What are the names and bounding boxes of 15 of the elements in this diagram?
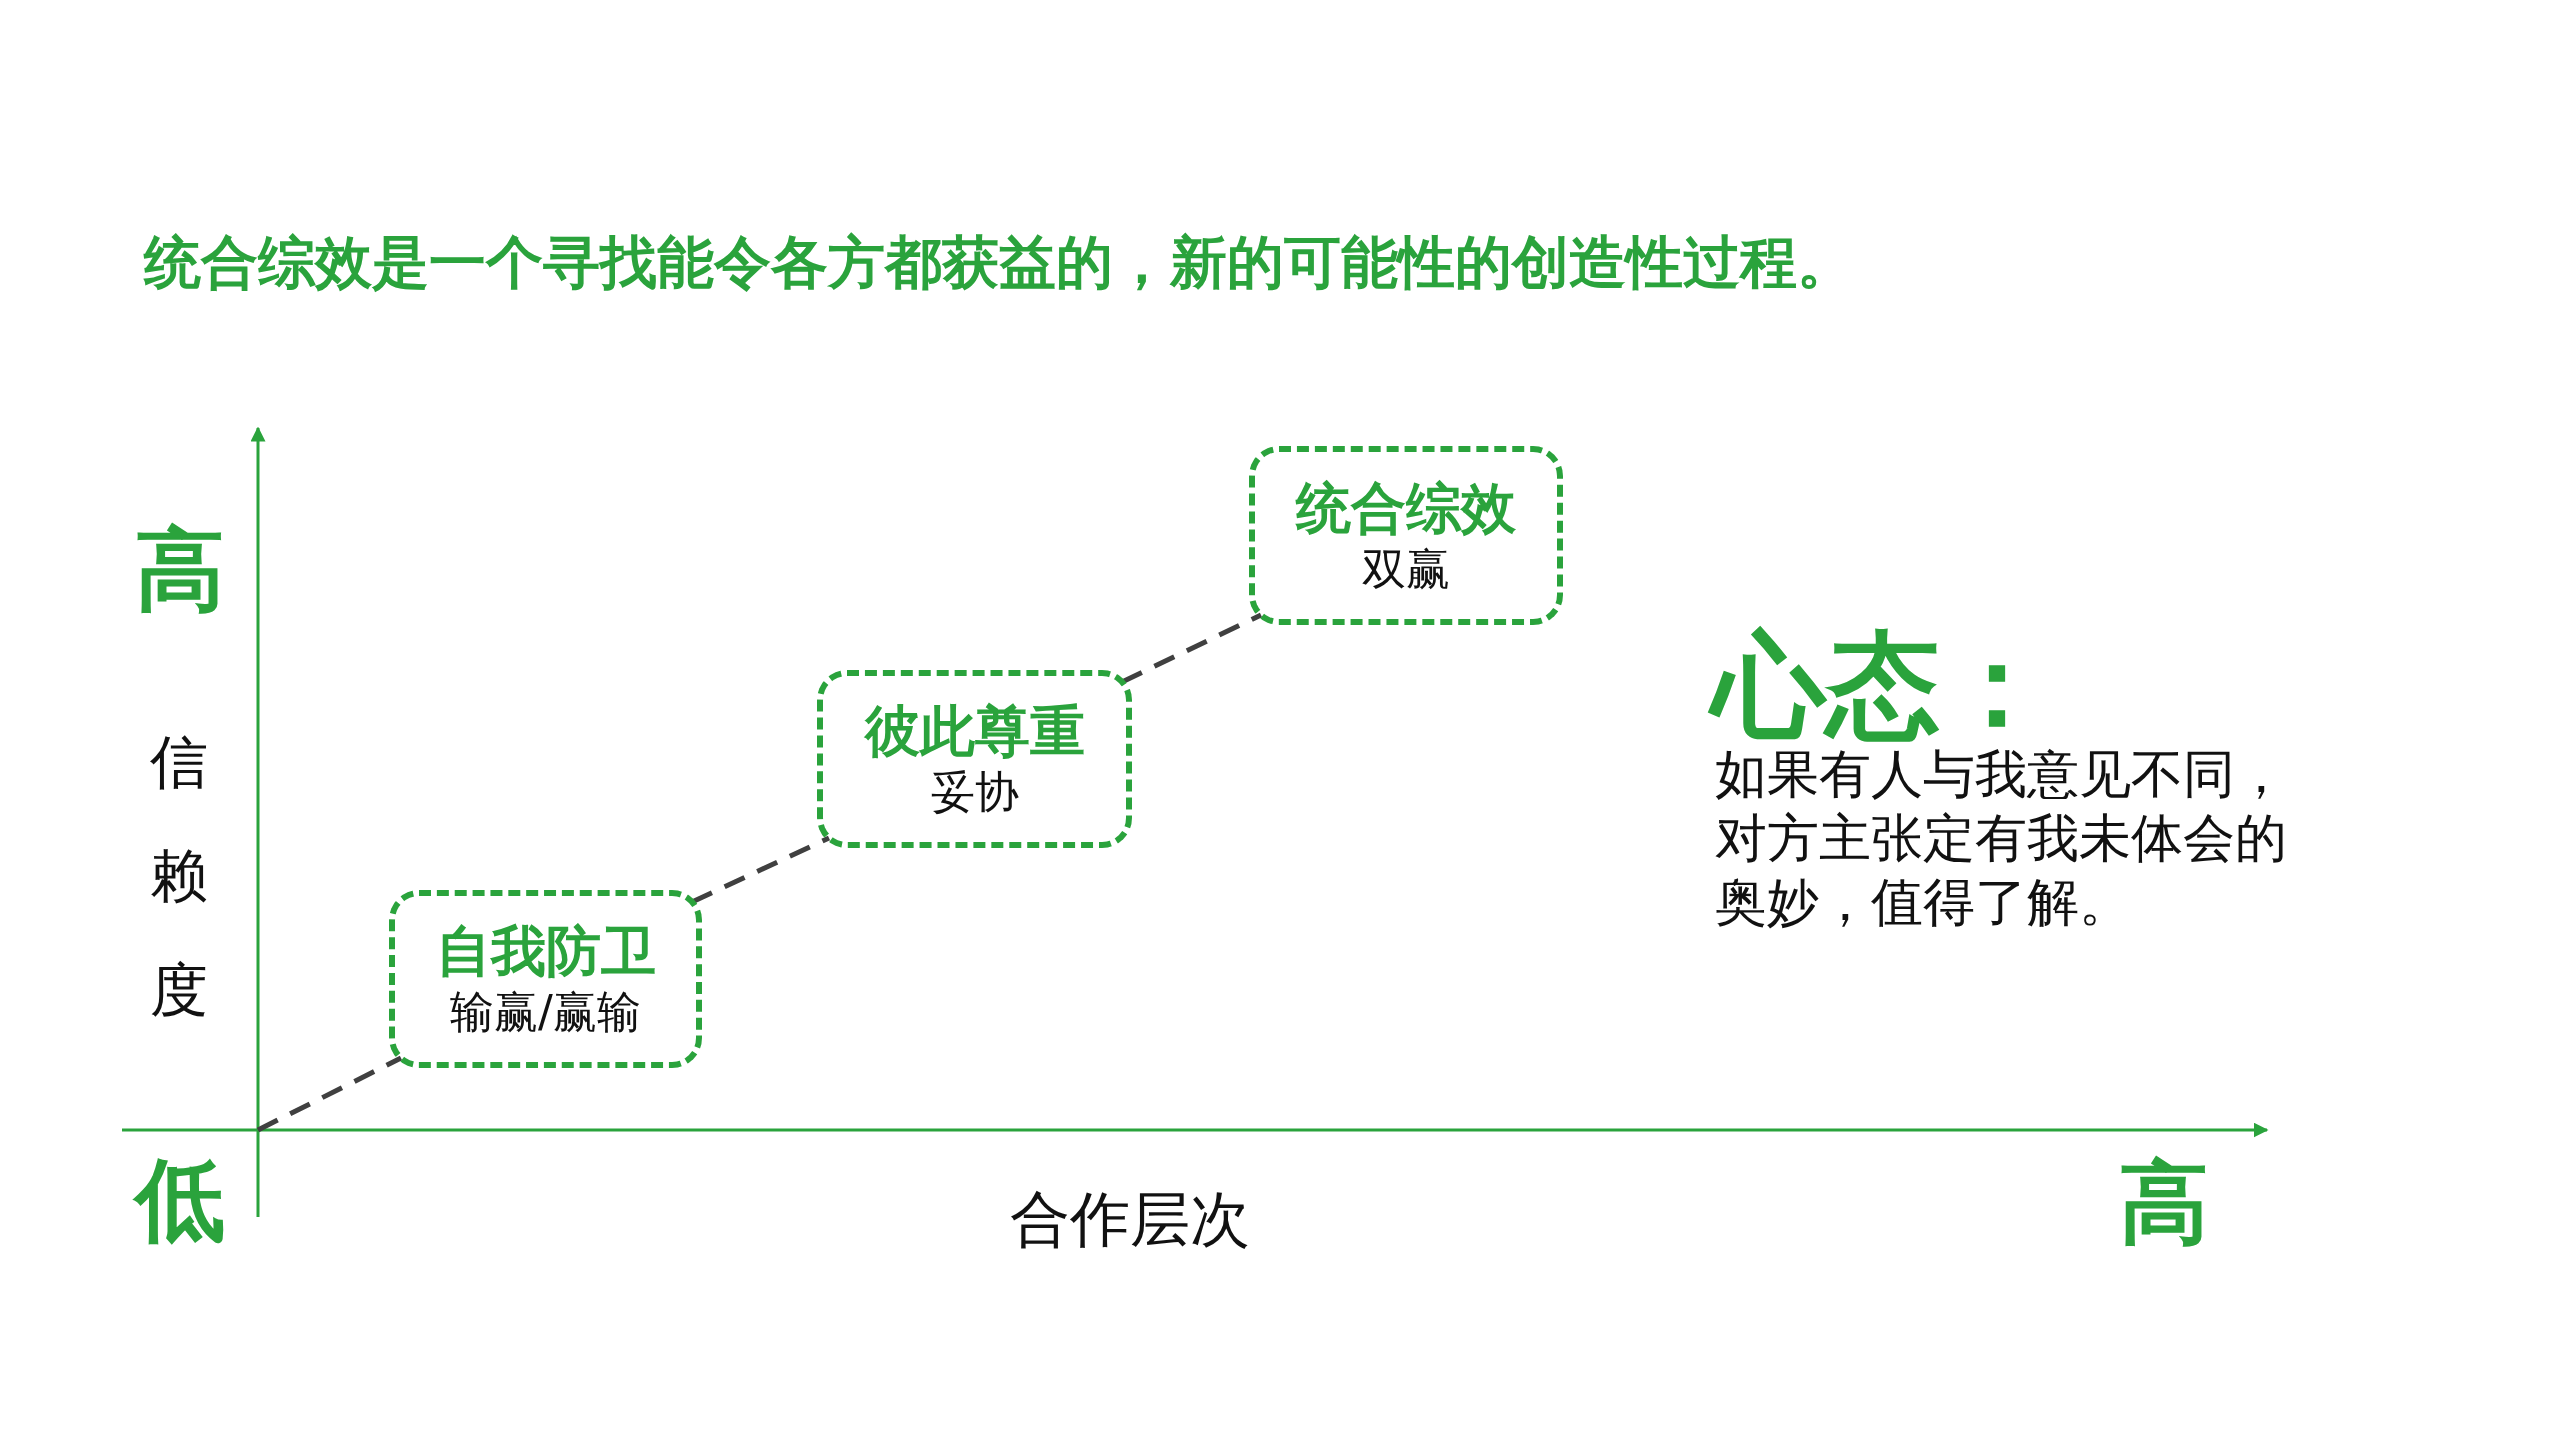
axis-title: 合作层次 bbox=[1010, 1183, 1250, 1256]
axis-title: 信赖度 bbox=[150, 727, 209, 1026]
stage-heading: 自我防卫 bbox=[435, 918, 656, 984]
stage-box bbox=[1249, 446, 1563, 625]
stage-subtext: 输赢/赢输 bbox=[450, 985, 641, 1039]
stage-heading: 统合综效 bbox=[1296, 474, 1516, 541]
title-text: 统合综效是一个寻找能令各方都获益的，新的可能性的创造性过程。 bbox=[144, 228, 1854, 297]
stage-heading: 彼此尊重 bbox=[864, 698, 1085, 764]
axis-end-label: 高 bbox=[2119, 1149, 2209, 1257]
axis-end-label: 高 bbox=[135, 516, 225, 624]
stage-subtext: 双赢 bbox=[1362, 541, 1450, 596]
stage-subtext: 妥协 bbox=[930, 765, 1019, 819]
stage-box bbox=[817, 670, 1132, 848]
stage-box bbox=[389, 890, 702, 1068]
dashed-connector bbox=[256, 1055, 403, 1133]
